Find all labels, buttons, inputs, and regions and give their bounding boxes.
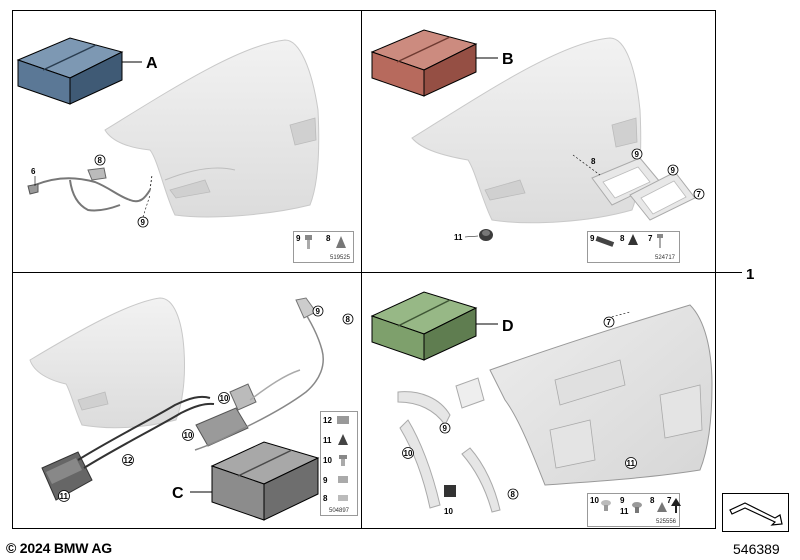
trunk-lid-a: [104, 39, 320, 218]
expansion-rivet-icon: [601, 500, 611, 511]
diagram-number: 546389: [733, 541, 780, 557]
legend-c: 12 11 10 9 8 504897: [320, 411, 358, 516]
legend-c-item-1: 12: [323, 416, 332, 425]
trunk-lid-trim: [489, 304, 713, 486]
rivet-nut-icon: [628, 234, 638, 245]
callout-c-9: 9: [316, 307, 321, 316]
callout-c-10b: 10: [184, 431, 193, 440]
clip-icon: [337, 416, 349, 424]
main-reference-number: 1: [746, 266, 754, 283]
grommet-d: [444, 485, 456, 497]
legend-d: 10 9 11 8 7 525556: [587, 493, 681, 527]
kit-b-right: [423, 43, 477, 97]
foam-strip-icon: [595, 236, 615, 247]
spring-clip-icon: [338, 495, 348, 501]
clip-nut-icon: [657, 502, 667, 512]
callout-a-9: 9: [141, 218, 146, 227]
legend-c-item-3: 10: [323, 456, 332, 465]
cable-harness-a: [27, 167, 153, 212]
callouts-a: 6 8 9: [31, 154, 151, 228]
callout-d-11: 11: [627, 459, 636, 468]
kit-c-right: [263, 457, 319, 521]
clip-nut-icon: [338, 476, 348, 483]
callout-b-7: 7: [697, 190, 702, 199]
callout-c-8: 8: [346, 315, 351, 324]
legend-d-item-3: 11: [620, 507, 629, 516]
push-rivet-icon: [632, 502, 642, 513]
frame: [12, 10, 716, 529]
copyright-text: © 2024 BMW AG: [6, 540, 112, 556]
fir-tree-clip-icon: [671, 498, 681, 513]
bolt-icon: [305, 235, 312, 249]
clip-nut-icon: [336, 236, 346, 248]
legend-d-number: 525556: [656, 519, 677, 525]
callout-a-6: 6: [31, 167, 36, 176]
legend-b-number: 524717: [655, 255, 676, 261]
main-reference: 1: [716, 266, 754, 283]
legend-b: 9 8 7 524717: [587, 231, 680, 263]
legend-b-item-1: 9: [590, 234, 595, 243]
legend-c-item-5: 8: [323, 494, 328, 503]
legend-a-item-1: 9: [296, 234, 301, 243]
legend-d-item-5: 7: [667, 496, 672, 505]
panel-a: A 6 8 9 9: [16, 37, 354, 263]
callouts-d: 7 9 10 10 11 8: [402, 316, 637, 516]
legend-b-item-3: 7: [648, 234, 653, 243]
kit-box-b: B: [370, 29, 514, 97]
kit-letter-b: B: [502, 51, 514, 68]
arrow-symbol-icon: [722, 493, 789, 532]
kit-letter-c: C: [172, 485, 184, 502]
callout-d-10a: 10: [404, 449, 413, 458]
kit-box-c: C: [172, 441, 320, 521]
kit-d-right: [423, 307, 477, 361]
legend-c-number: 504897: [329, 508, 350, 514]
license-plate-brackets: [572, 154, 696, 221]
grommet-b: [479, 229, 493, 241]
legend-d-item-4: 8: [650, 496, 655, 505]
legend-c-item-4: 9: [323, 476, 328, 485]
panel-b: B 8 9 9 7 11: [370, 29, 705, 263]
callout-b-9b: 9: [671, 166, 676, 175]
legend-a: 9 8 519525: [293, 231, 354, 263]
callout-d-7: 7: [607, 318, 612, 327]
legend-d-item-1: 10: [590, 496, 599, 505]
kit-box-a: A: [16, 37, 158, 105]
callout-d-8: 8: [511, 490, 516, 499]
panel-c: C 9 8 10 10 12 11 12 11 10 9 8: [29, 297, 358, 521]
trunk-lid-c: [29, 297, 185, 429]
callouts-b: 8 9 9 7 11: [454, 148, 705, 242]
callout-b-8: 8: [591, 157, 596, 166]
bolt-icon: [339, 455, 347, 466]
latch-actuator: [41, 395, 215, 501]
legend-b-item-2: 8: [620, 234, 625, 243]
callout-a-8: 8: [98, 156, 103, 165]
kit-letter-d: D: [502, 318, 514, 335]
cap-nut-icon: [338, 434, 348, 445]
legend-d-item-2: 9: [620, 496, 625, 505]
callout-c-10a: 10: [220, 394, 229, 403]
legend-a-item-2: 8: [326, 234, 331, 243]
legend-a-number: 519525: [330, 255, 351, 261]
callout-b-11: 11: [454, 233, 463, 242]
panel-d: D 7 9 10 10 11 8: [370, 291, 713, 527]
side-trims: [397, 377, 501, 513]
outer-frame: [12, 10, 716, 529]
kit-a-right: [69, 51, 123, 105]
callout-d-9: 9: [443, 424, 448, 433]
kit-letter-a: A: [146, 55, 158, 72]
legend-c-item-2: 11: [323, 436, 332, 445]
callout-c-12: 12: [124, 456, 133, 465]
callout-c-11: 11: [60, 492, 69, 501]
kit-box-d: D: [370, 291, 514, 361]
lock-assembly: [195, 369, 301, 447]
callouts-c: 9 8 10 10 12 11: [58, 305, 354, 502]
callout-b-9a: 9: [635, 150, 640, 159]
screw-icon: [657, 234, 663, 248]
callout-d-10b: 10: [444, 507, 453, 516]
